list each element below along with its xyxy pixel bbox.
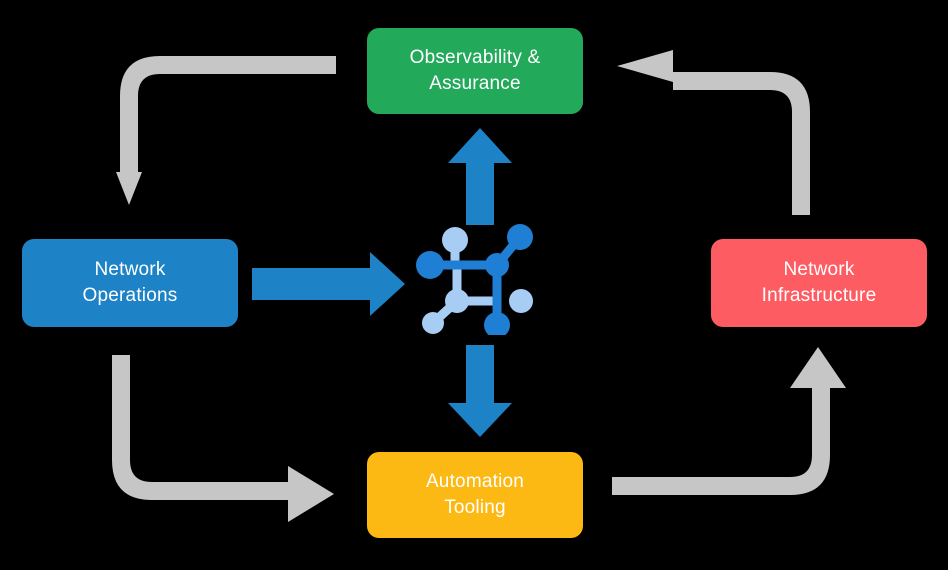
node-box-automation-tooling[interactable]: Automation Tooling	[367, 452, 583, 538]
accent-arrow-hub-to-automation	[448, 345, 512, 437]
accent-arrow-hub-to-observability	[448, 128, 512, 225]
node-box-observability-assurance[interactable]: Observability & Assurance	[367, 28, 583, 114]
node-label-observability-assurance: Observability & Assurance	[409, 47, 541, 94]
flow-arrow-infrastructure-to-observability	[617, 50, 810, 215]
network-topology-icon	[416, 224, 533, 335]
node-label-network-operations: Network Operations	[82, 259, 178, 306]
flow-arrow-operations-to-automation	[112, 355, 334, 522]
node-box-network-infrastructure[interactable]: Network Infrastructure	[711, 239, 927, 327]
flow-arrow-observability-to-operations	[116, 56, 336, 205]
node-box-network-operations[interactable]: Network Operations	[22, 239, 238, 327]
node-label-automation-tooling: Automation Tooling	[425, 471, 525, 518]
accent-arrow-operations-to-hub	[252, 252, 405, 316]
node-label-network-infrastructure: Network Infrastructure	[761, 259, 877, 306]
flow-arrow-automation-to-infrastructure	[612, 347, 846, 495]
